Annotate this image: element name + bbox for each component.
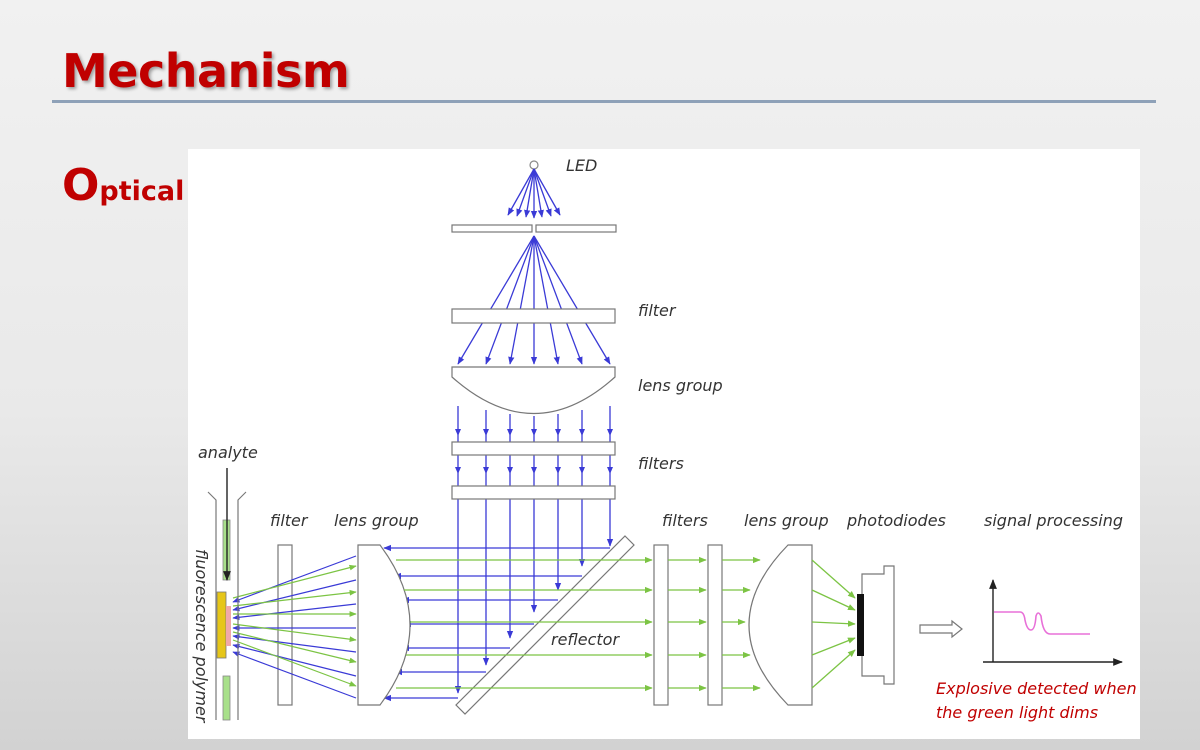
- right-lens: [748, 544, 813, 706]
- left-lens: [357, 544, 411, 706]
- emission-rays-parallel: [396, 556, 653, 692]
- slide-title: Mechanism: [62, 44, 350, 98]
- converging-emission-rays: [811, 559, 856, 689]
- focused-excitation-rays: [232, 555, 357, 699]
- reflector: [455, 535, 635, 715]
- label-filters-right: filters: [662, 511, 708, 530]
- label-signal-processing: signal processing: [984, 511, 1123, 530]
- left-filter: [277, 544, 293, 706]
- label-fluorescence-polymer: fluorescence polymer: [192, 549, 211, 724]
- diagram-canvas: LED filter lens group filters analyte fi…: [192, 156, 1137, 724]
- label-analyte: analyte: [198, 443, 258, 462]
- photodiode: [857, 565, 895, 685]
- label-lens-group-right: lens group: [744, 511, 829, 530]
- subtitle-initial: O: [62, 160, 100, 211]
- optical-path-diagram: LED filter lens group filters analyte fi…: [188, 149, 1140, 739]
- top-filters: [451, 441, 616, 500]
- label-filter-left: filter: [270, 511, 309, 530]
- label-result-line2: the green light dims: [936, 703, 1098, 722]
- reflected-excitation-rays: [383, 544, 610, 702]
- signal-plot: [983, 579, 1123, 666]
- sensor-assembly: [207, 468, 247, 721]
- label-lens-group-top: lens group: [638, 376, 723, 395]
- label-reflector: reflector: [551, 630, 620, 649]
- label-led: LED: [566, 156, 597, 175]
- led-source: [507, 160, 561, 219]
- label-lens-group-left: lens group: [334, 511, 419, 530]
- title-divider: [52, 100, 1156, 103]
- label-filters-top: filters: [638, 454, 684, 473]
- emission-rays-to-lens: [232, 564, 357, 687]
- label-result-line1: Explosive detected when: [936, 679, 1137, 698]
- sensor-strip: [216, 591, 227, 659]
- top-lens: [451, 366, 616, 414]
- aperture-plate: [451, 224, 617, 233]
- ray-arrowheads-mid: [455, 429, 613, 474]
- led-rays: [507, 168, 561, 219]
- top-filter: [451, 308, 616, 324]
- signal-trace: [994, 611, 1090, 635]
- emission-rays-between-filters: [668, 556, 761, 692]
- right-filters: [653, 544, 723, 706]
- label-filter-top: filter: [638, 301, 677, 320]
- diverging-excitation-rays: [457, 235, 611, 365]
- label-photodiodes: photodiodes: [846, 511, 946, 530]
- output-arrow: [919, 619, 963, 639]
